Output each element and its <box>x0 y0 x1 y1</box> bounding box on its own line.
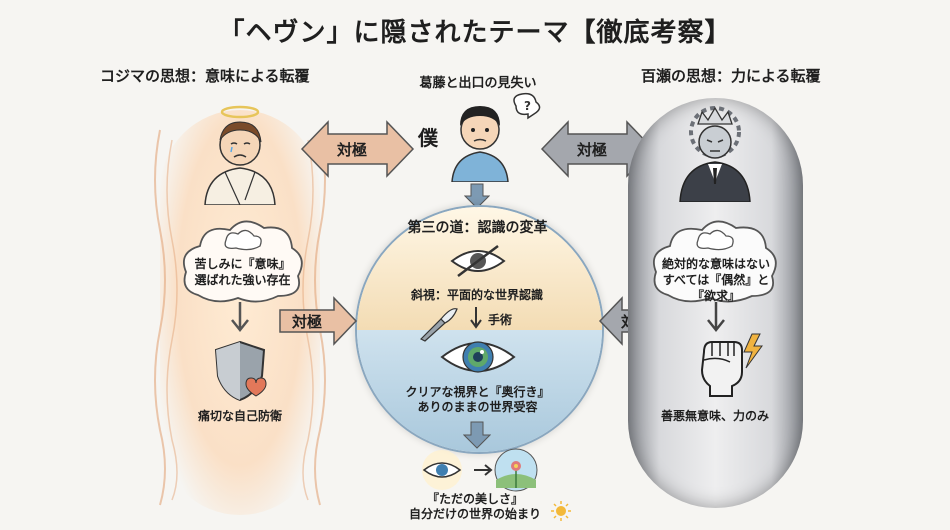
boku-label: 僕 <box>418 126 438 150</box>
kojima-cloud-text: 苦しみに『意味』 選ばれた強い存在 <box>194 257 291 287</box>
mid-left-arrow-icon <box>279 296 358 346</box>
center-top-label: 葛藤と出口の見失い <box>419 76 537 91</box>
top-right-arrow-label: 対極 <box>577 141 608 159</box>
kojima-figure-icon <box>204 105 276 205</box>
svg-text:?: ? <box>524 99 531 113</box>
clear-vision-label: クリアな視界と『奥行き』 ありのままの世界受容 <box>405 385 550 414</box>
sun-icon <box>551 501 571 521</box>
momose-thought-cloud <box>652 220 777 303</box>
crossed-eye-icon <box>450 245 506 277</box>
right-down-arrow-icon <box>707 302 725 333</box>
left-down-arrow-icon <box>231 302 249 333</box>
momose-bottom-label: 善悪無意味、力のみ <box>660 409 769 423</box>
surgery-label: 手術 <box>488 313 513 327</box>
center-down-arrow-icon <box>464 183 490 209</box>
mid-left-arrow-label: 対極 <box>292 313 323 331</box>
clear-eye-icon <box>440 341 516 373</box>
final-label: 『ただの美しさ』 自分だけの世界の始まり <box>408 492 541 521</box>
strabismus-label: 斜視：平面的な世界認識 <box>410 288 543 302</box>
right-heading: 百瀬の思想：力による転覆 <box>641 67 821 85</box>
page-title: 「ヘヴン」に隠されたテーマ【徹底考察】 <box>218 18 732 48</box>
top-left-arrow-label: 対極 <box>337 141 368 159</box>
bottom-down-arrow-icon <box>463 421 491 449</box>
boku-figure-icon: ? <box>451 92 541 182</box>
momose-figure-icon <box>679 106 751 202</box>
fist-lightning-icon <box>700 333 763 397</box>
left-heading: コジマの思想：意味による転覆 <box>100 67 310 85</box>
kojima-thought-cloud <box>182 220 303 303</box>
surgery-arrow-icon <box>470 307 482 329</box>
kojima-bottom-label: 痛切な自己防衛 <box>197 409 282 423</box>
top-left-double-arrow-icon <box>300 120 415 178</box>
momose-cloud-text: 絶対的な意味はない すべては『偶然』と『欲求』 <box>661 257 770 303</box>
beauty-icons <box>422 448 538 492</box>
shield-icon <box>214 340 267 402</box>
scalpel-icon <box>419 308 458 342</box>
third-way-title: 第三の道：認識の変革 <box>407 220 548 236</box>
